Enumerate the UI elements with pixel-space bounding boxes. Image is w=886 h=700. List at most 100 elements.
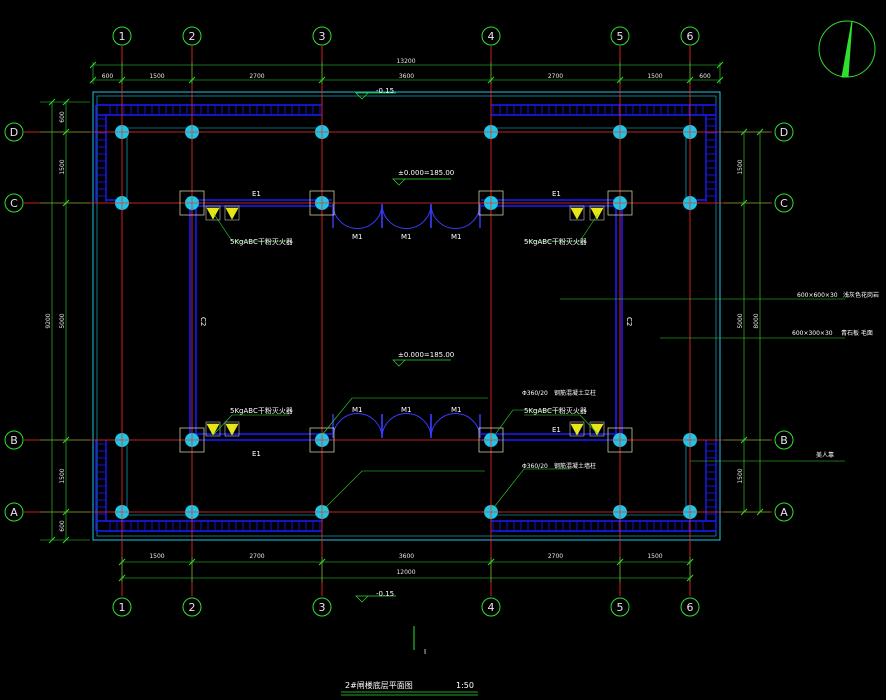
grid-bubble-bottom-6-label: 6 <box>687 601 694 614</box>
grid-bubble-bottom-5-label: 5 <box>617 601 624 614</box>
column <box>607 190 633 216</box>
column <box>113 123 131 141</box>
dim-top-6: 600 <box>699 73 711 80</box>
door-label-1: M1 <box>352 233 363 241</box>
level-inner-mid: ±0.000=185.00 <box>398 351 454 359</box>
extinguisher-icon <box>589 205 605 221</box>
grid-bubble-right-B: B <box>774 430 794 450</box>
grid-bubble-right-A-label: A <box>780 506 788 519</box>
level-bottom: -0.15 <box>376 590 394 598</box>
grid-bubble-top-4: 4 <box>481 26 501 46</box>
column <box>482 123 500 141</box>
dim-bottom-3: 2700 <box>548 553 563 560</box>
dim-right-outer: 8000 <box>753 313 760 328</box>
dim-top-5: 1500 <box>647 73 662 80</box>
extinguisher-icon <box>205 421 221 437</box>
door-label-4: M1 <box>352 406 363 414</box>
level-outer: -0.15 <box>376 87 394 95</box>
grid-bubble-bottom-3-label: 3 <box>319 601 326 614</box>
slab-inner-edge <box>96 95 717 537</box>
wall-bottom <box>192 433 621 441</box>
section-mark-label: I <box>424 648 426 656</box>
grid-bubble-bottom-2-label: 2 <box>189 601 196 614</box>
beam-label-top-left: E1 <box>252 190 261 198</box>
door-row-bottom <box>332 413 481 439</box>
beam-label-bottom-right: E1 <box>552 426 561 434</box>
drawing-scale: 1:50 <box>456 681 474 690</box>
column-spec-label-2: Φ360/20 <box>522 463 548 470</box>
dim-top-0: 600 <box>102 73 114 80</box>
extinguisher-icon <box>224 205 240 221</box>
dim-left-inner: 5000 <box>59 313 66 328</box>
column <box>183 123 201 141</box>
column <box>113 503 131 521</box>
grid-bubble-left-B: B <box>4 430 24 450</box>
extinguisher-icon <box>224 421 240 437</box>
leader-lines <box>213 213 845 512</box>
slab-outer-edge <box>92 91 721 541</box>
bench-bottom-right <box>491 440 717 532</box>
title-underline <box>341 691 478 696</box>
dim-right-lower: 1500 <box>737 468 744 483</box>
dim-left-upper-1500: 1500 <box>59 159 66 174</box>
grid-bubble-top-1: 1 <box>112 26 132 46</box>
dim-left-outer: 9200 <box>45 313 52 328</box>
dim-bottom-1: 2700 <box>249 553 264 560</box>
dim-right-upper: 1500 <box>737 159 744 174</box>
paving-2-name: 青石板 毛面 <box>841 329 873 337</box>
grid-bubble-right-D-label: D <box>780 126 788 139</box>
paving-2-size: 600×300×30 <box>792 330 833 337</box>
grid-bubble-bottom-2: 2 <box>182 597 202 617</box>
door-label-6: M1 <box>451 406 462 414</box>
bench-top-left <box>95 104 322 202</box>
grid-bubble-left-D-label: D <box>10 126 18 139</box>
fire-extinguishers <box>205 205 605 437</box>
door-label-3: M1 <box>451 233 462 241</box>
grid-bubble-right-B-label: B <box>780 434 788 447</box>
grid-bubble-left-C: C <box>4 193 24 213</box>
extinguisher-label-top-left: 5KgABC干粉灭火器 <box>230 237 293 246</box>
extinguisher-label-bottom-right: 5KgABC干粉灭火器 <box>524 406 587 415</box>
dim-left-lower-1500: 1500 <box>59 468 66 483</box>
column <box>681 503 699 521</box>
column <box>113 194 131 212</box>
grid-bubble-top-6-label: 6 <box>687 30 694 43</box>
grid-bubble-bottom-6: 6 <box>680 597 700 617</box>
grid-bubble-right-C-label: C <box>780 197 788 210</box>
dim-left-lower-600: 600 <box>59 520 66 532</box>
column <box>681 123 699 141</box>
grid-bubble-bottom-1-label: 1 <box>119 601 126 614</box>
grid-bubble-left-B-label: B <box>10 434 18 447</box>
dim-bottom-4: 1500 <box>647 553 662 560</box>
extinguisher-icon <box>569 421 585 437</box>
grid-bubble-left-A-label: A <box>10 506 18 519</box>
column <box>183 503 201 521</box>
paving-1-size: 600×600×30 <box>797 292 838 299</box>
beam-label-top-right: E1 <box>552 190 561 198</box>
door-row-top <box>332 203 481 229</box>
column <box>313 503 331 521</box>
grid-bubble-right-A: A <box>774 502 794 522</box>
grid-bubble-left-D: D <box>4 122 24 142</box>
grid-bubble-bottom-3: 3 <box>312 597 332 617</box>
wall-label-left: C2 <box>199 317 207 326</box>
column-note-label-2: 钢筋混凝土墙柱 <box>554 462 596 470</box>
wall-top <box>192 199 621 207</box>
column <box>179 427 205 453</box>
column <box>179 190 205 216</box>
grid-bubble-top-1-label: 1 <box>119 30 126 43</box>
dim-top-2: 2700 <box>249 73 264 80</box>
outer-slab <box>92 91 721 541</box>
grid-bubble-right-D: D <box>774 122 794 142</box>
bench-bottom-left <box>95 440 322 532</box>
door-label-2: M1 <box>401 233 412 241</box>
dim-right-inner: 5000 <box>737 313 744 328</box>
door-label-5: M1 <box>401 406 412 414</box>
dim-bottom-0: 1500 <box>149 553 164 560</box>
dim-left-upper-600: 600 <box>59 111 66 123</box>
dimension-lines <box>40 61 770 582</box>
grid-bubble-top-2-label: 2 <box>189 30 196 43</box>
column <box>478 190 504 216</box>
